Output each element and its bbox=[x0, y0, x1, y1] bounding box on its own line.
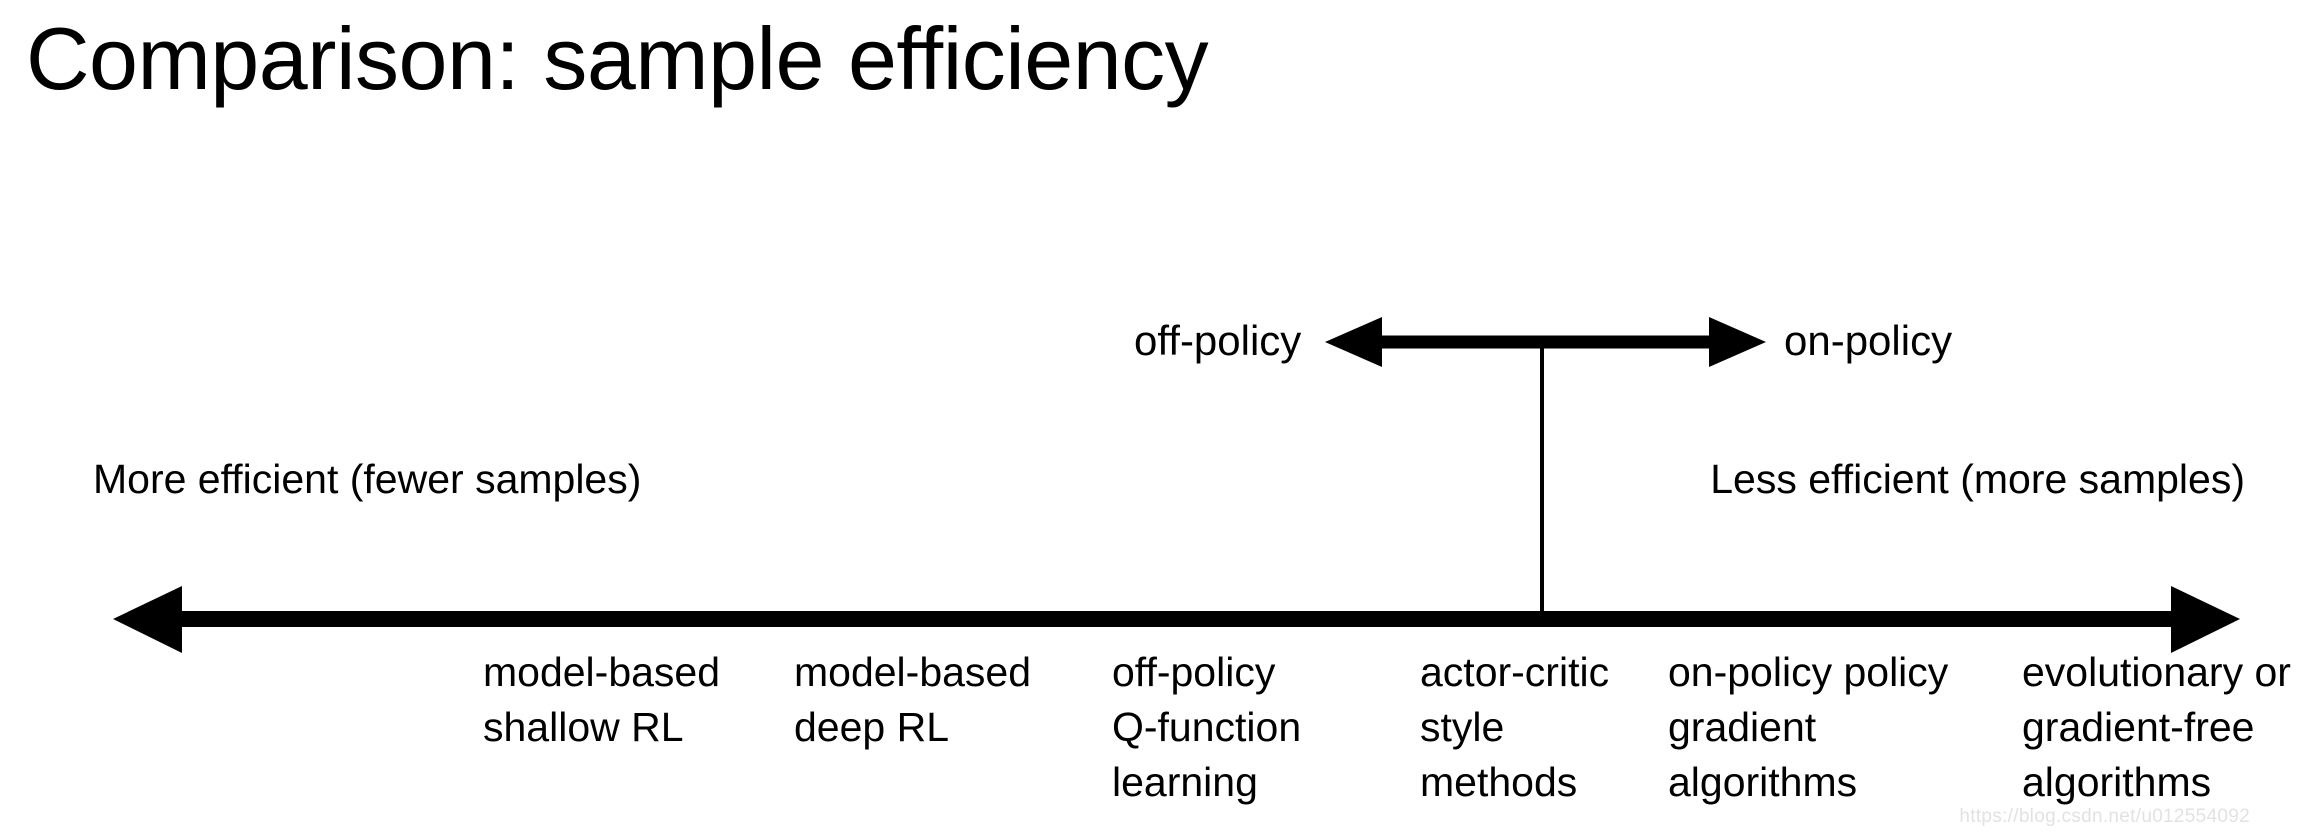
off-policy-label: off-policy bbox=[1134, 317, 1302, 364]
more-efficient-line2: (fewer samples) bbox=[349, 456, 642, 502]
page-title: Comparison: sample efficiency bbox=[26, 9, 1209, 108]
category-line: learning bbox=[1112, 759, 1258, 805]
watermark: https://blog.csdn.net/u012554092 bbox=[1959, 806, 2250, 827]
category-model-based-shallow-rl: model-based shallow RL bbox=[483, 645, 720, 755]
category-line: evolutionary or bbox=[2022, 649, 2291, 695]
on-policy-label: on-policy bbox=[1784, 317, 1953, 364]
category-line: Q-function bbox=[1112, 704, 1302, 750]
category-line: model-based bbox=[794, 649, 1032, 695]
policy-arrowhead-right bbox=[1709, 317, 1766, 367]
category-line: model-based bbox=[483, 649, 721, 695]
category-line: on-policy policy bbox=[1668, 649, 1949, 695]
policy-double-arrow bbox=[1325, 317, 1766, 367]
category-line: off-policy bbox=[1112, 649, 1276, 695]
category-line: gradient-free bbox=[2022, 704, 2255, 750]
category-actor-critic-style-methods: actor-critic style methods bbox=[1420, 645, 1609, 810]
category-line: shallow RL bbox=[483, 704, 684, 750]
category-line: style bbox=[1420, 704, 1505, 750]
efficiency-arrowhead-left bbox=[113, 586, 182, 653]
efficiency-double-arrow bbox=[113, 586, 2240, 653]
less-efficient-label: Less efficient (more samples) bbox=[1710, 452, 2245, 507]
less-efficient-line2: (more samples) bbox=[1960, 456, 2245, 502]
category-on-policy-policy-gradient-algorithms: on-policy policy gradient algorithms bbox=[1668, 645, 1948, 810]
category-evolutionary-or-gradient-free-algorithms: evolutionary or gradient-free algorithms bbox=[2022, 645, 2291, 810]
more-efficient-line1: More efficient bbox=[93, 456, 339, 502]
category-line: gradient bbox=[1668, 704, 1817, 750]
category-line: methods bbox=[1420, 759, 1578, 805]
more-efficient-label: More efficient (fewer samples) bbox=[93, 452, 641, 507]
category-line: deep RL bbox=[794, 704, 950, 750]
category-line: algorithms bbox=[1668, 759, 1858, 805]
less-efficient-line1: Less efficient bbox=[1710, 456, 1949, 502]
efficiency-arrowhead-right bbox=[2171, 586, 2240, 653]
category-model-based-deep-rl: model-based deep RL bbox=[794, 645, 1031, 755]
category-off-policy-q-function-learning: off-policy Q-function learning bbox=[1112, 645, 1301, 810]
category-line: algorithms bbox=[2022, 759, 2212, 805]
policy-arrowhead-left bbox=[1325, 317, 1382, 367]
category-line: actor-critic bbox=[1420, 649, 1610, 695]
